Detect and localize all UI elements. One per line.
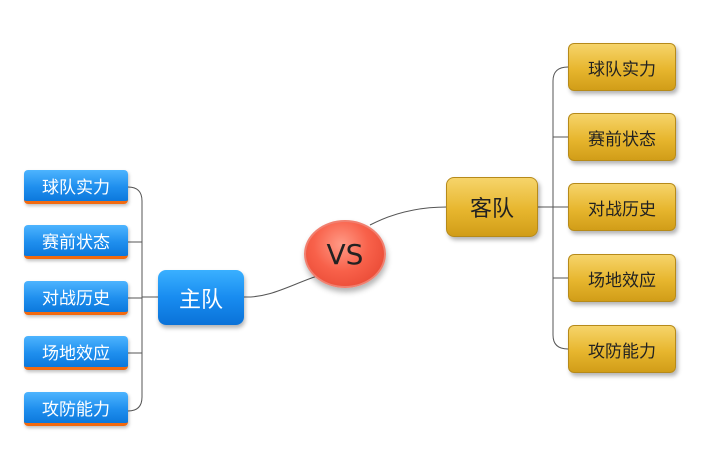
home-item-label: 球队实力 xyxy=(42,178,110,198)
away-item-label: 球队实力 xyxy=(588,59,656,80)
vs-label: VS xyxy=(326,237,364,271)
home-bracket xyxy=(127,186,158,412)
away-item-label: 场地效应 xyxy=(588,270,656,291)
home-team-node[interactable]: 主队 xyxy=(158,270,244,325)
home-item-form[interactable]: 赛前状态 xyxy=(24,225,128,259)
away-item-label: 赛前状态 xyxy=(588,129,656,150)
home-item-label: 场地效应 xyxy=(42,344,110,364)
away-item-label: 对战历史 xyxy=(588,199,656,220)
home-item-label: 对战历史 xyxy=(42,289,110,309)
away-team-label: 客队 xyxy=(469,197,514,222)
home-item-history[interactable]: 对战历史 xyxy=(24,281,128,315)
home-item-label: 赛前状态 xyxy=(42,233,110,253)
away-item-venue[interactable]: 场地效应 xyxy=(568,254,676,302)
home-item-attack-defense[interactable]: 攻防能力 xyxy=(24,392,128,426)
home-team-label: 主队 xyxy=(178,287,223,313)
away-item-form[interactable]: 赛前状态 xyxy=(568,113,676,161)
away-item-attack-defense[interactable]: 攻防能力 xyxy=(568,325,676,373)
home-item-strength[interactable]: 球队实力 xyxy=(24,170,128,204)
home-item-label: 攻防能力 xyxy=(42,400,110,420)
away-ticks xyxy=(553,136,568,279)
away-item-strength[interactable]: 球队实力 xyxy=(568,43,676,91)
link-vs-home xyxy=(243,274,321,298)
home-item-venue[interactable]: 场地效应 xyxy=(24,336,128,370)
vs-node[interactable]: VS xyxy=(304,220,386,288)
away-team-node[interactable]: 客队 xyxy=(446,177,538,237)
link-vs-away xyxy=(369,206,448,226)
away-bracket xyxy=(538,66,569,350)
away-item-history[interactable]: 对战历史 xyxy=(568,183,676,231)
home-ticks xyxy=(128,241,142,354)
away-item-label: 攻防能力 xyxy=(588,341,656,362)
